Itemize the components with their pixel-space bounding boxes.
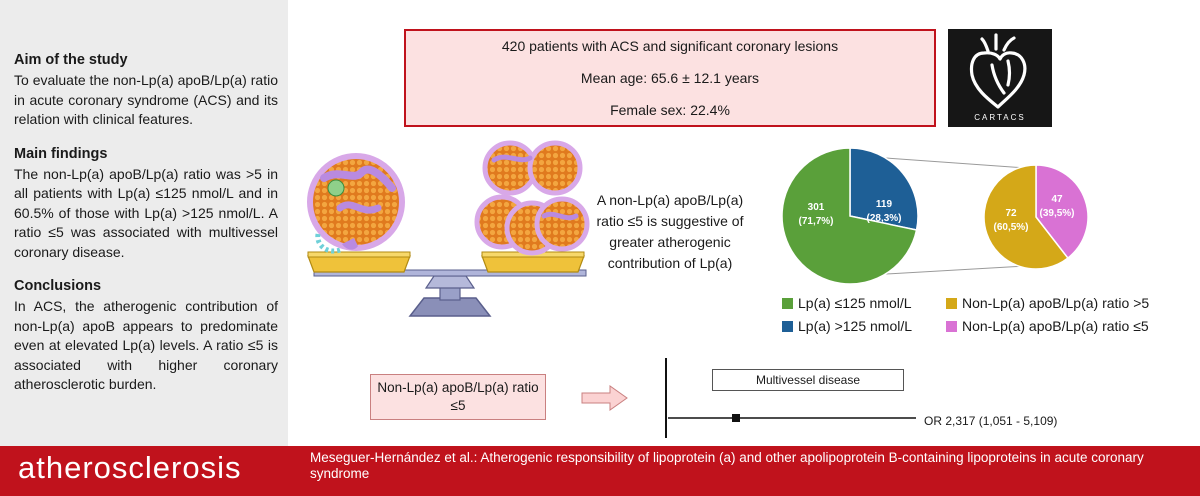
legend-item-lpa-low: Lp(a) ≤125 nmol/L xyxy=(782,295,912,311)
findings-text: The non-Lp(a) apoB/Lp(a) ratio was >5 in… xyxy=(14,165,278,260)
pie2-slice-b xyxy=(1035,164,1089,260)
conclusions-text: In ACS, the atherogenic contribution of … xyxy=(14,298,278,392)
legend-swatch xyxy=(782,321,793,332)
pie2-slice-b-pct: (39,5%) xyxy=(1039,208,1074,219)
right-pan xyxy=(481,255,585,273)
lpa-particle xyxy=(307,153,405,254)
forest-or-marker xyxy=(732,414,740,422)
connector-top xyxy=(885,157,1027,169)
ldl-particles xyxy=(474,140,590,256)
aim-title: Aim of the study xyxy=(14,52,128,68)
balance-scale-illustration xyxy=(307,140,590,317)
pie2-slice-a-pct: (60,5%) xyxy=(993,222,1028,233)
legend-label: Non-Lp(a) apoB/Lp(a) ratio ≤5 xyxy=(962,318,1149,334)
logo-text: CARTACS xyxy=(974,113,1026,122)
pie2-slice-a xyxy=(983,164,1069,270)
conclusions-title: Conclusions xyxy=(14,278,102,294)
forest-title: Multivessel disease xyxy=(712,369,904,391)
pie1-slice-b-count: 119 xyxy=(876,199,893,210)
arrow-right-icon xyxy=(581,385,628,411)
journal-name: atherosclerosis xyxy=(18,450,242,485)
pie1-slice-b-pct: (28,3%) xyxy=(866,213,901,224)
legend-label: Non-Lp(a) apoB/Lp(a) ratio >5 xyxy=(962,295,1150,311)
footer-bar: atherosclerosis Meseguer-Hernández et al… xyxy=(0,446,1200,496)
scale-base xyxy=(408,297,492,317)
legend-item-ratio-low: Non-Lp(a) apoB/Lp(a) ratio ≤5 xyxy=(946,318,1149,334)
citation-text: Meseguer-Hernández et al.: Atherogenic r… xyxy=(310,450,1144,481)
left-pan xyxy=(307,255,411,273)
pie2-slice-a-count: 72 xyxy=(1005,208,1017,219)
forest-plot xyxy=(665,358,916,438)
cartacs-logo: CARTACS xyxy=(948,29,1052,127)
pie1-slice-a-pct: (71,7%) xyxy=(798,216,833,227)
legend-label: Lp(a) >125 nmol/L xyxy=(798,318,913,334)
summary-panel: Aim of the study To evaluate the non-Lp(… xyxy=(0,0,288,446)
legend-swatch xyxy=(782,298,793,309)
claim-text: A non-Lp(a) apoB/Lp(a) ratio ≤5 is sugge… xyxy=(596,192,744,271)
pie-lpa-categories xyxy=(781,147,919,285)
legend-item-lpa-high: Lp(a) >125 nmol/L xyxy=(782,318,912,334)
legend-swatch xyxy=(946,298,957,309)
scale-body xyxy=(424,275,476,289)
aim-text: To evaluate the non-Lp(a) apoB/Lp(a) rat… xyxy=(14,72,278,127)
pie1-slice-a xyxy=(781,147,918,285)
forest-or-label: OR 2,317 (1,051 - 5,109) xyxy=(924,414,1058,428)
mean-age-text: Mean age: 65.6 ± 12.1 years xyxy=(580,70,760,86)
legend-swatch xyxy=(946,321,957,332)
legend-item-ratio-high: Non-Lp(a) apoB/Lp(a) ratio >5 xyxy=(946,295,1149,311)
pie2-slice-b-count: 47 xyxy=(1051,194,1063,205)
cohort-info-box: 420 patients with ACS and significant co… xyxy=(404,29,936,127)
lpa-distribution-pies: 301 (71,7%) 119 (28,3%) 72 (60,5%) 47 (3… xyxy=(781,147,1089,285)
pie-ratio-categories xyxy=(983,164,1089,270)
pie1-slice-b xyxy=(849,147,919,231)
findings-title: Main findings xyxy=(14,145,108,162)
ratio-box: Non-Lp(a) apoB/Lp(a) ratio ≤5 xyxy=(370,374,546,420)
pie1-slice-a-count: 301 xyxy=(808,202,825,213)
cohort-size-text: 420 patients with ACS and significant co… xyxy=(501,38,839,54)
female-sex-text: Female sex: 22.4% xyxy=(610,102,730,118)
anatomical-heart-icon xyxy=(969,33,1027,109)
legend-label: Lp(a) ≤125 nmol/L xyxy=(798,295,912,311)
connector-bottom xyxy=(885,265,1027,275)
